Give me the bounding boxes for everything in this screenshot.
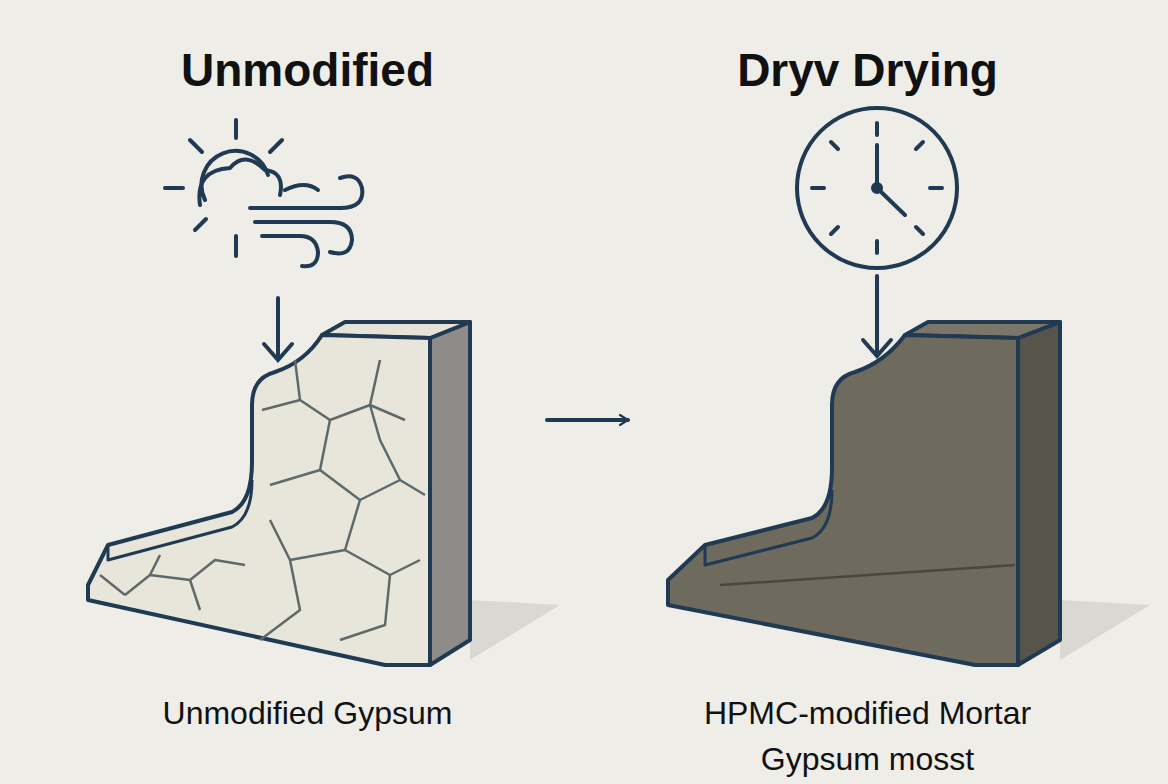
- panel-heading: Dryv Drying: [640, 42, 1095, 98]
- mortar-block: [668, 322, 1150, 665]
- gypsum-block: [88, 322, 560, 665]
- flow-arrow: [547, 418, 628, 422]
- illustration-panel: UnmodifiedUnmodified Gypsum: [80, 35, 535, 740]
- panel-heading: Unmodified: [80, 42, 535, 98]
- clock-icon: [797, 108, 957, 356]
- panel-caption: HPMC-modified Mortar Gypsum mosst: [640, 690, 1095, 782]
- panel-caption: Unmodified Gypsum: [80, 690, 535, 736]
- illustration-panel: Dryv DryingHPMC-modified Mortar Gypsum m…: [640, 35, 1095, 782]
- weather-icon: [165, 120, 362, 360]
